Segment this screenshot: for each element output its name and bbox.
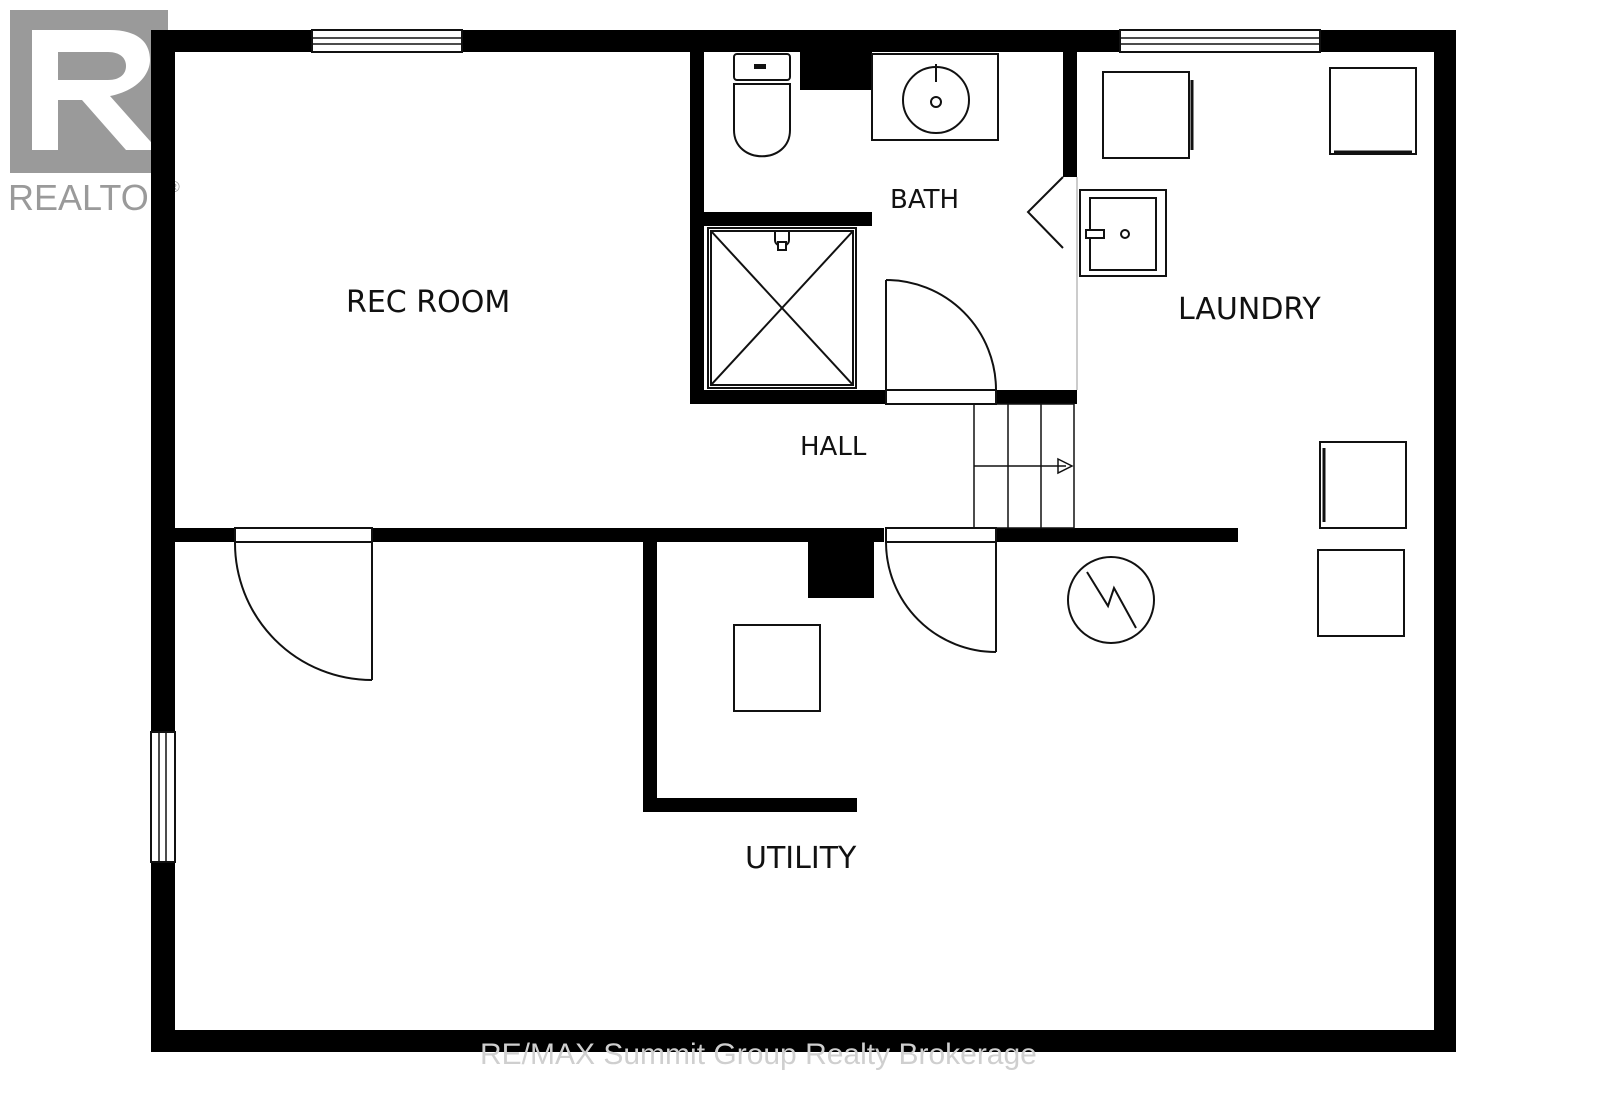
room-label-utility: UTILITY	[745, 841, 857, 876]
shower-icon	[707, 227, 857, 389]
furnace-icon	[733, 624, 821, 712]
rec-room-door	[233, 527, 373, 681]
dryer-icon	[1329, 67, 1417, 155]
interior-walls	[175, 52, 1238, 812]
sink-icon	[871, 53, 999, 141]
appliance-right-upper	[1319, 441, 1407, 529]
brokerage-watermark: RE/MAX Summit Group Realty Brokerage	[480, 1038, 1037, 1071]
bath-door	[885, 279, 997, 405]
window-top-right	[1119, 29, 1321, 53]
realtor-logo: REALTOR ®	[0, 0, 180, 220]
room-label-rec-room: REC ROOM	[346, 285, 510, 320]
water-heater-icon	[1067, 556, 1155, 644]
room-label-bath: BATH	[890, 185, 959, 215]
appliance-right-lower	[1317, 549, 1405, 637]
toilet-icon	[733, 53, 791, 158]
window-left	[150, 731, 176, 863]
window-top-left	[311, 29, 463, 53]
realtor-r-icon	[32, 30, 158, 150]
stairs-icon	[973, 403, 1075, 529]
utility-door	[885, 527, 997, 653]
washer-icon	[1102, 71, 1194, 159]
room-label-hall: HALL	[800, 432, 867, 462]
realtor-wordmark: REALTOR	[8, 177, 175, 218]
room-label-laundry: LAUNDRY	[1178, 292, 1321, 327]
laundry-door-swing	[1026, 176, 1064, 249]
laundry-tub-icon	[1079, 189, 1167, 277]
